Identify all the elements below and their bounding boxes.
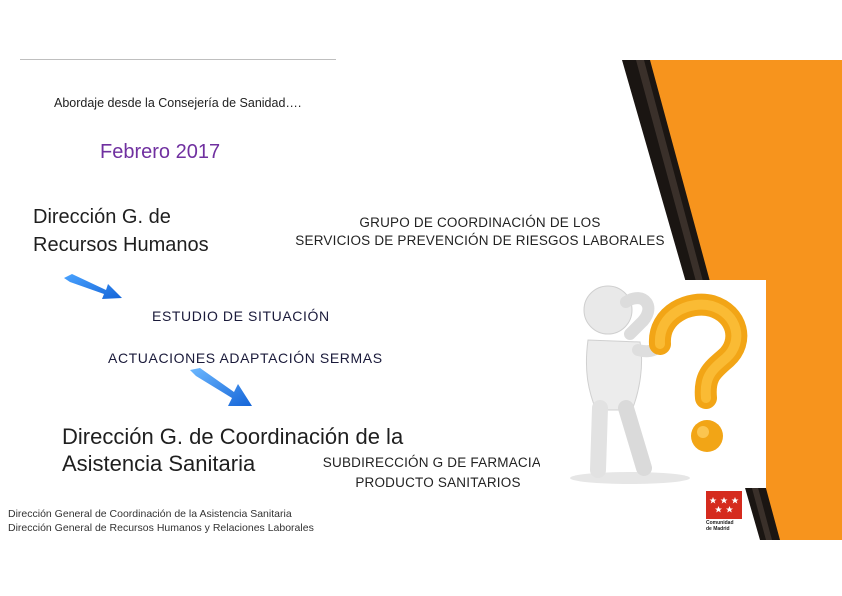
subdireccion-farmacia: SUBDIRECCIÓN G DE FARMACIA Y PRODUCTO SA… (288, 453, 588, 493)
group-line2: SERVICIOS DE PREVENCIÓN DE RIESGOS LABOR… (295, 233, 665, 248)
comunidad-madrid-logo: Comunidad de Madrid (706, 491, 742, 532)
dg-coord-line2: Asistencia Sanitaria (62, 451, 256, 476)
footer-credits: Dirección General de Coordinación de la … (8, 507, 314, 535)
estudio-situacion: ESTUDIO DE SITUACIÓN (152, 308, 330, 324)
grupo-coordinacion: GRUPO DE COORDINACIÓN DE LOS SERVICIOS D… (280, 214, 680, 250)
logo-text-line2: de Madrid (706, 526, 730, 532)
logo-text: Comunidad de Madrid (706, 520, 742, 532)
arrow-down-right-icon (190, 368, 252, 406)
dg-recursos-humanos: Dirección G. de Recursos Humanos (33, 203, 209, 259)
footer-line2: Dirección General de Recursos Humanos y … (8, 522, 314, 534)
top-divider (20, 59, 336, 60)
madrid-flag-icon (706, 491, 742, 519)
arrow-down-right-icon (64, 274, 122, 299)
slide-subtitle: Abordaje desde la Consejería de Sanidad…… (54, 96, 302, 110)
footer-line1: Dirección General de Coordinación de la … (8, 508, 292, 520)
subdir-line2: PRODUCTO SANITARIOS (355, 475, 521, 490)
dg-coordinacion-asistencia: Dirección G. de Coordinación de la Asist… (62, 423, 403, 477)
dg-rrhh-line2: Recursos Humanos (33, 234, 209, 256)
dg-coord-line1: Dirección G. de Coordinación de la (62, 424, 404, 449)
subdir-line1: SUBDIRECCIÓN G DE FARMACIA Y (322, 455, 554, 470)
logo-text-line1: Comunidad (706, 520, 734, 526)
thinking-figure-question-mark-image (540, 280, 766, 488)
group-line1: GRUPO DE COORDINACIÓN DE LOS (359, 215, 601, 230)
actuaciones-adaptacion: ACTUACIONES ADAPTACIÓN SERMAS (108, 350, 383, 366)
dg-rrhh-line1: Dirección G. de (33, 206, 171, 228)
slide-date: Febrero 2017 (100, 141, 221, 163)
